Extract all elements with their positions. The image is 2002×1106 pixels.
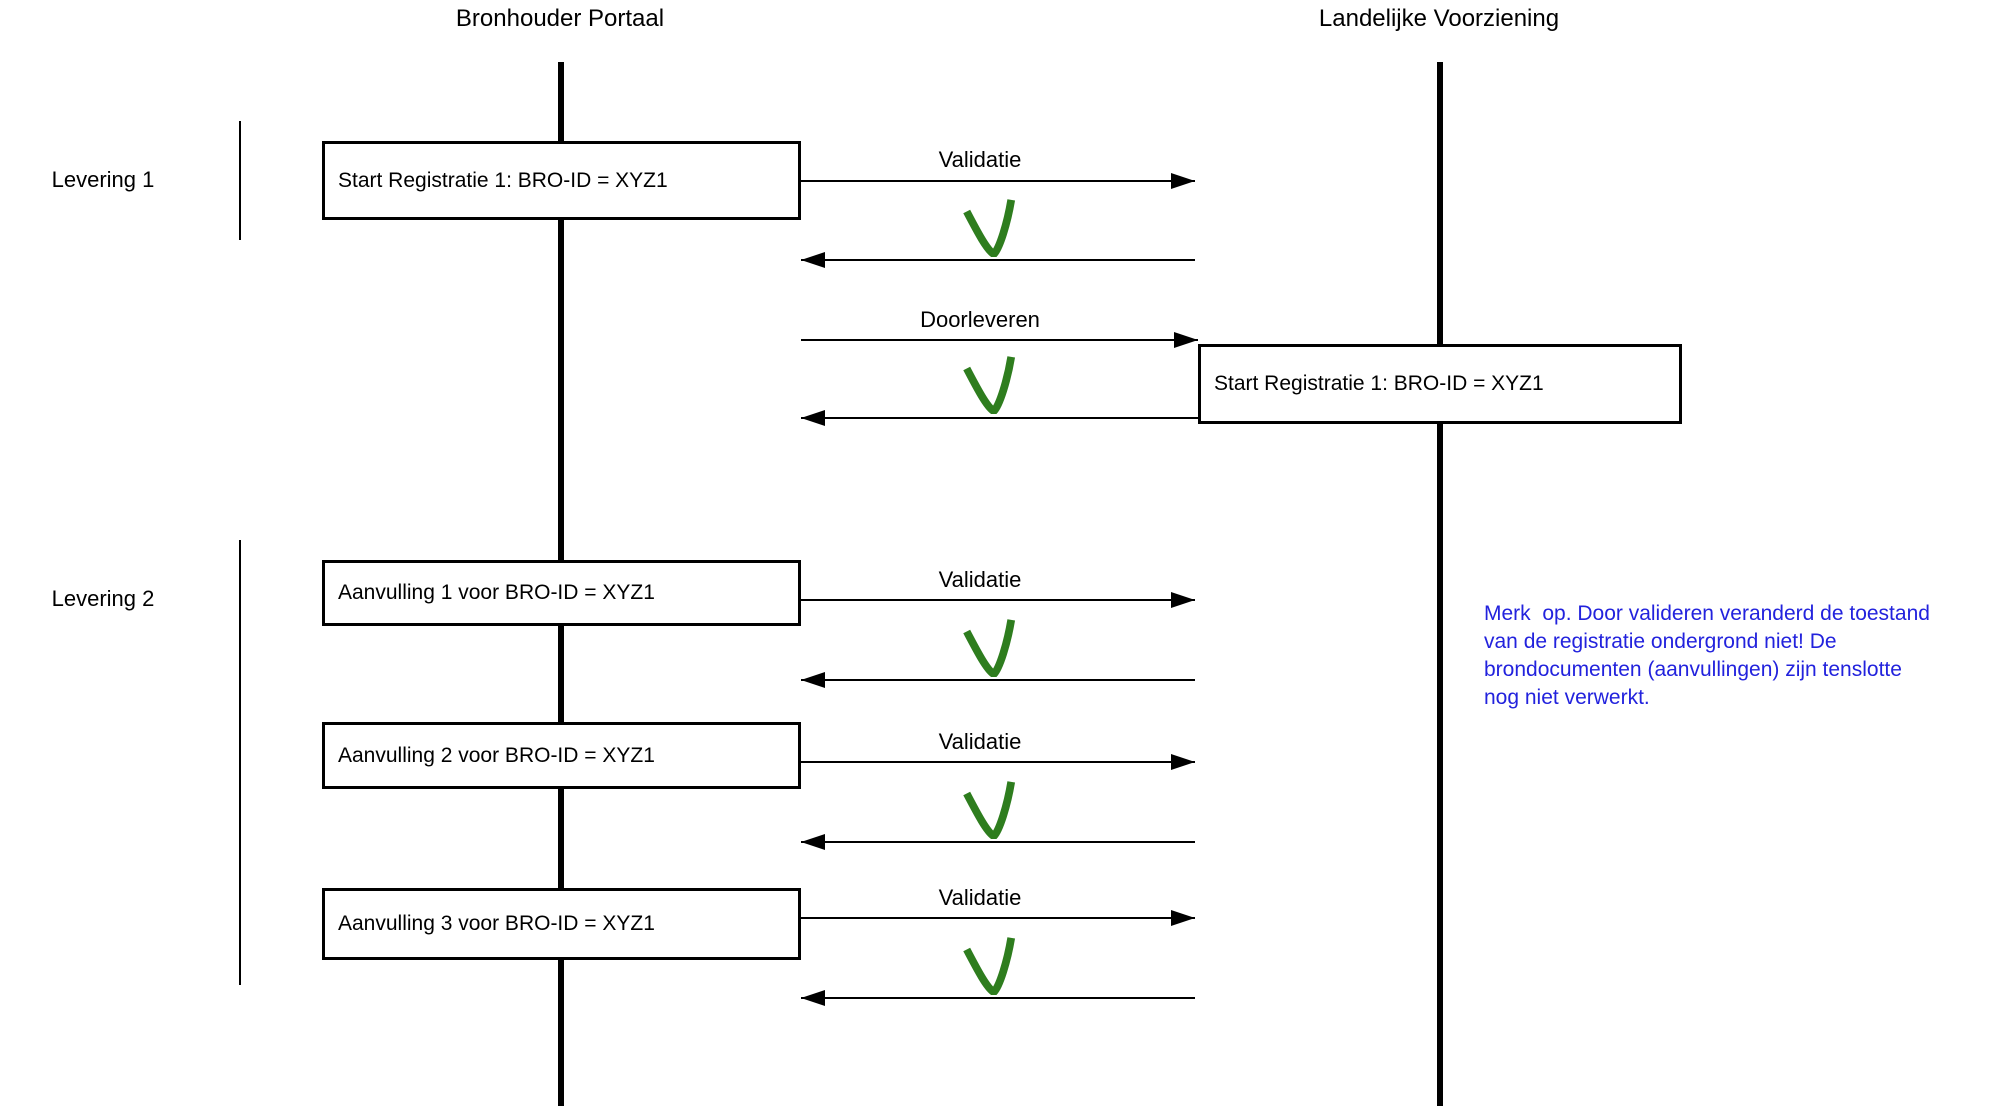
- annotation-note: Merk op. Door valideren veranderd de toe…: [1484, 600, 2002, 712]
- arrow-head-left-icon: [801, 672, 825, 688]
- arrow-head-left-icon: [801, 252, 825, 268]
- flow2-return-arrow: [801, 410, 1198, 426]
- annotation-note-line: Merk op. Door valideren veranderd de toe…: [1484, 602, 1930, 625]
- levering2-bracket: [239, 540, 241, 985]
- flow5-return-arrow: [801, 990, 1195, 1006]
- arrow-head-right-icon: [1174, 332, 1198, 348]
- flow3-validatie-label: Validatie: [938, 567, 1022, 592]
- levering1-label: Levering 1: [51, 167, 155, 192]
- flow3-request-arrow: [801, 592, 1195, 608]
- flow2-request-arrow: [801, 332, 1198, 348]
- arrow-head-left-icon: [801, 410, 825, 426]
- flow3-return-arrow: [801, 672, 1195, 688]
- box-aanvulling-1: Aanvulling 1 voor BRO-ID = XYZ1: [322, 560, 801, 626]
- flow5-validatie-label: Validatie: [938, 885, 1022, 910]
- box-start-registratie-portaal-text: Start Registratie 1: BRO-ID = XYZ1: [338, 168, 668, 192]
- flow1-validatie-label: Validatie: [938, 147, 1022, 172]
- flow4-success-check-icon: [963, 781, 1016, 839]
- flow4-request-arrow: [801, 754, 1195, 770]
- box-aanvulling-3: Aanvulling 3 voor BRO-ID = XYZ1: [322, 888, 801, 960]
- flow4-return-arrow: [801, 834, 1195, 850]
- box-aanvulling-3-text: Aanvulling 3 voor BRO-ID = XYZ1: [338, 912, 655, 935]
- flow2-doorleveren-label: Doorleveren: [920, 307, 1040, 332]
- actor-label-landelijke-voorziening: Landelijke Voorziening: [1318, 5, 1560, 32]
- flow2-success-check-icon: [963, 356, 1016, 414]
- arrow-head-right-icon: [1171, 754, 1195, 770]
- annotation-note-line: nog niet verwerkt.: [1484, 686, 1650, 709]
- actor-label-bronhouder-portaal: Bronhouder Portaal: [455, 5, 665, 32]
- flow5-success-check-icon: [963, 937, 1016, 995]
- flow1-request-arrow: [801, 173, 1195, 189]
- box-aanvulling-1-text: Aanvulling 1 voor BRO-ID = XYZ1: [338, 581, 655, 604]
- levering2-label: Levering 2: [51, 586, 155, 611]
- flow3-success-check-icon: [963, 619, 1016, 677]
- box-aanvulling-2: Aanvulling 2 voor BRO-ID = XYZ1: [322, 722, 801, 789]
- flow1-success-check-icon: [963, 199, 1016, 257]
- box-start-registratie-lv-text: Start Registratie 1: BRO-ID = XYZ1: [1214, 372, 1544, 395]
- arrow-head-right-icon: [1171, 910, 1195, 926]
- box-aanvulling-2-text: Aanvulling 2 voor BRO-ID = XYZ1: [338, 743, 655, 767]
- flow5-request-arrow: [801, 910, 1195, 926]
- levering1-bracket: [239, 121, 241, 240]
- arrow-head-left-icon: [801, 990, 825, 1006]
- arrow-head-right-icon: [1171, 173, 1195, 189]
- box-start-registratie-landelijke-voorziening: Start Registratie 1: BRO-ID = XYZ1: [1198, 344, 1682, 424]
- arrow-head-left-icon: [801, 834, 825, 850]
- lifeline-landelijke-voorziening: [1437, 62, 1443, 1106]
- flow1-return-arrow: [801, 252, 1195, 268]
- flow4-validatie-label: Validatie: [938, 729, 1022, 754]
- annotation-note-line: van de registratie ondergrond niet! De: [1484, 630, 1837, 653]
- arrow-head-right-icon: [1171, 592, 1195, 608]
- box-start-registratie-portaal: Start Registratie 1: BRO-ID = XYZ1: [322, 141, 801, 220]
- annotation-note-line: brondocumenten (aanvullingen) zijn tensl…: [1484, 658, 1902, 681]
